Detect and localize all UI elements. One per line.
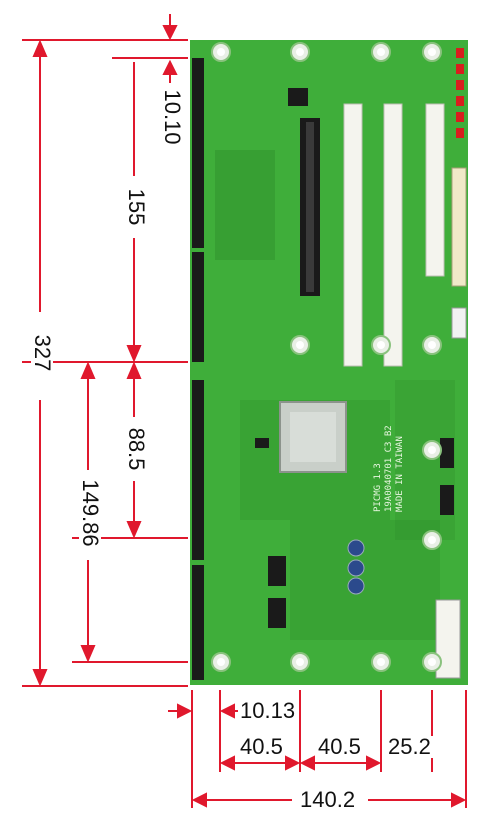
arrowhead	[366, 755, 382, 771]
pcb-region	[215, 150, 275, 260]
led	[456, 112, 464, 122]
arrowhead	[299, 755, 315, 771]
mounting-hole-center	[377, 48, 385, 56]
dim-label-155: 155	[124, 179, 149, 235]
power-connector	[451, 167, 467, 287]
arrowhead	[219, 755, 235, 771]
mounting-hole-center	[296, 658, 304, 666]
pcb-substrate	[190, 40, 468, 685]
capacitor	[347, 577, 365, 595]
led-column	[456, 48, 464, 138]
mounting-holes	[211, 42, 442, 672]
pin-header	[440, 485, 454, 515]
capacitor	[347, 539, 365, 557]
edge-connector	[192, 252, 204, 362]
led	[456, 48, 464, 58]
mounting-hole-center	[217, 48, 225, 56]
arrowhead	[80, 645, 96, 663]
mounting-hole-center	[296, 341, 304, 349]
dim-label-25-2: 25.2	[386, 734, 433, 759]
dim-label-40-5-a: 40.5	[238, 734, 285, 759]
pci-slot-3	[425, 103, 445, 277]
mounting-hole-center	[296, 48, 304, 56]
regulator	[268, 556, 286, 586]
board-marking-line3: MADE IN TAIWAN	[395, 436, 405, 512]
dim-label-140-2: 140.2	[298, 787, 358, 812]
regulator	[268, 598, 286, 628]
board-marking-line2: 19A0040701 C3 B2	[384, 425, 394, 512]
pcb-board	[190, 40, 468, 685]
arrowhead	[126, 345, 142, 363]
arrowhead	[285, 755, 301, 771]
dim-label-10-10: 10.10	[160, 83, 185, 151]
bridge-chip-die	[290, 412, 336, 462]
arrowhead	[32, 39, 48, 57]
mounting-hole-center	[428, 536, 436, 544]
arrowhead	[451, 792, 467, 808]
pci-slot-1	[343, 103, 363, 367]
mounting-hole-center	[377, 341, 385, 349]
dim-label-149-86: 149.86	[78, 473, 103, 553]
led	[456, 64, 464, 74]
aux-connector	[451, 307, 467, 339]
mounting-hole-center	[428, 341, 436, 349]
pcb-region	[290, 520, 440, 640]
dimension-lines	[22, 14, 467, 808]
pcie-slot-inner	[306, 122, 314, 292]
arrowhead	[80, 361, 96, 379]
arrowhead	[162, 59, 178, 75]
arrowhead	[126, 521, 142, 539]
dim-label-10-13: 10.13	[238, 698, 298, 723]
edge-connector	[192, 565, 204, 680]
capacitor	[347, 559, 365, 577]
mounting-hole-center	[377, 658, 385, 666]
dim-label-327: 327	[30, 325, 55, 381]
arrowhead	[162, 25, 178, 41]
small-ic	[255, 438, 269, 448]
dim-label-40-5-b: 40.5	[316, 734, 363, 759]
mounting-hole-center	[428, 48, 436, 56]
led	[456, 128, 464, 138]
arrowhead	[191, 792, 207, 808]
arrowhead	[32, 669, 48, 687]
arrowhead	[177, 703, 193, 719]
arrowhead	[126, 361, 142, 379]
edge-connector	[192, 380, 204, 560]
mounting-hole-center	[428, 658, 436, 666]
dim-label-88-5: 88.5	[124, 417, 149, 481]
board-marking-line1: PICMG 1.3	[373, 463, 383, 512]
mounting-hole-center	[428, 446, 436, 454]
pin-header	[440, 438, 454, 468]
edge-connector	[192, 58, 204, 248]
mounting-hole-center	[217, 658, 225, 666]
led	[456, 96, 464, 106]
pci-slot-2	[383, 103, 403, 367]
led	[456, 80, 464, 90]
small-ic	[288, 88, 308, 106]
arrowhead	[219, 703, 235, 719]
